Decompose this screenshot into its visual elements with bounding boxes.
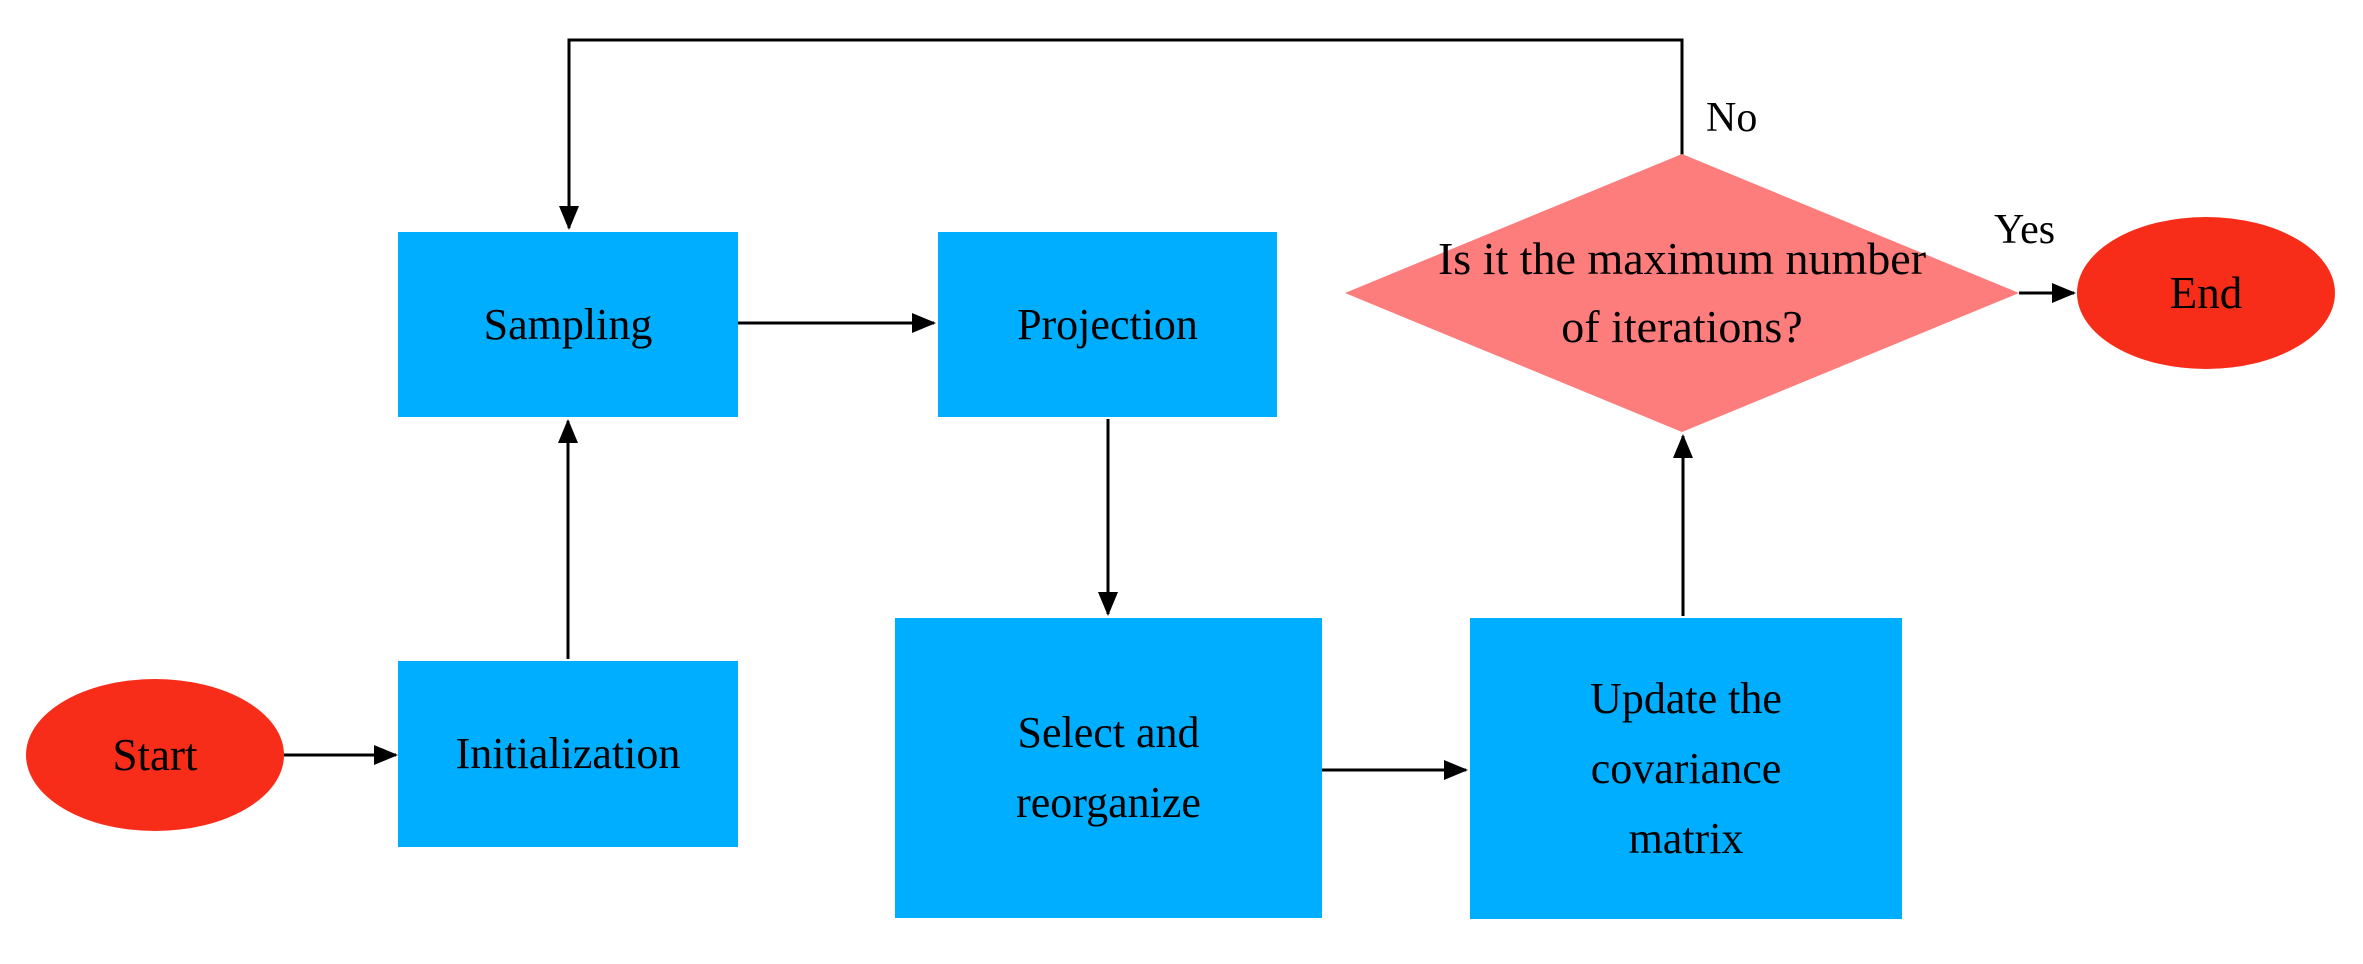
node-initialization: Initialization	[398, 661, 738, 847]
node-start-label: Start	[112, 730, 198, 780]
node-update-covariance-label-line3: matrix	[1628, 813, 1744, 863]
node-select-reorganize-label-line2: reorganize	[1016, 778, 1201, 827]
node-select-reorganize-label-line1: Select and	[1017, 708, 1200, 757]
node-start: Start	[26, 679, 284, 831]
node-end-label: End	[2169, 268, 2243, 318]
node-sampling: Sampling	[398, 232, 738, 417]
node-decision-label: Is it the maximum number of iterations?	[1332, 154, 2032, 432]
node-decision-label-line2: of iterations?	[1561, 301, 1803, 352]
edge-decision-no-to-sampling	[559, 38, 1684, 230]
node-initialization-label: Initialization	[455, 729, 681, 778]
node-projection-label: Projection	[1017, 299, 1198, 349]
edge-label-yes: Yes	[1994, 207, 2056, 253]
node-update-covariance-label-line1: Update the	[1590, 673, 1782, 723]
node-sampling-label: Sampling	[483, 299, 653, 349]
node-select-reorganize: Select and reorganize	[895, 618, 1322, 918]
edge-label-no: No	[1706, 95, 1758, 141]
node-update-covariance: Update the covariance matrix	[1470, 618, 1902, 919]
node-update-covariance-label-line2: covariance	[1590, 743, 1782, 793]
node-decision-label-line1: Is it the maximum number	[1437, 233, 1927, 284]
node-end: End	[2077, 217, 2335, 369]
node-projection: Projection	[938, 232, 1277, 417]
